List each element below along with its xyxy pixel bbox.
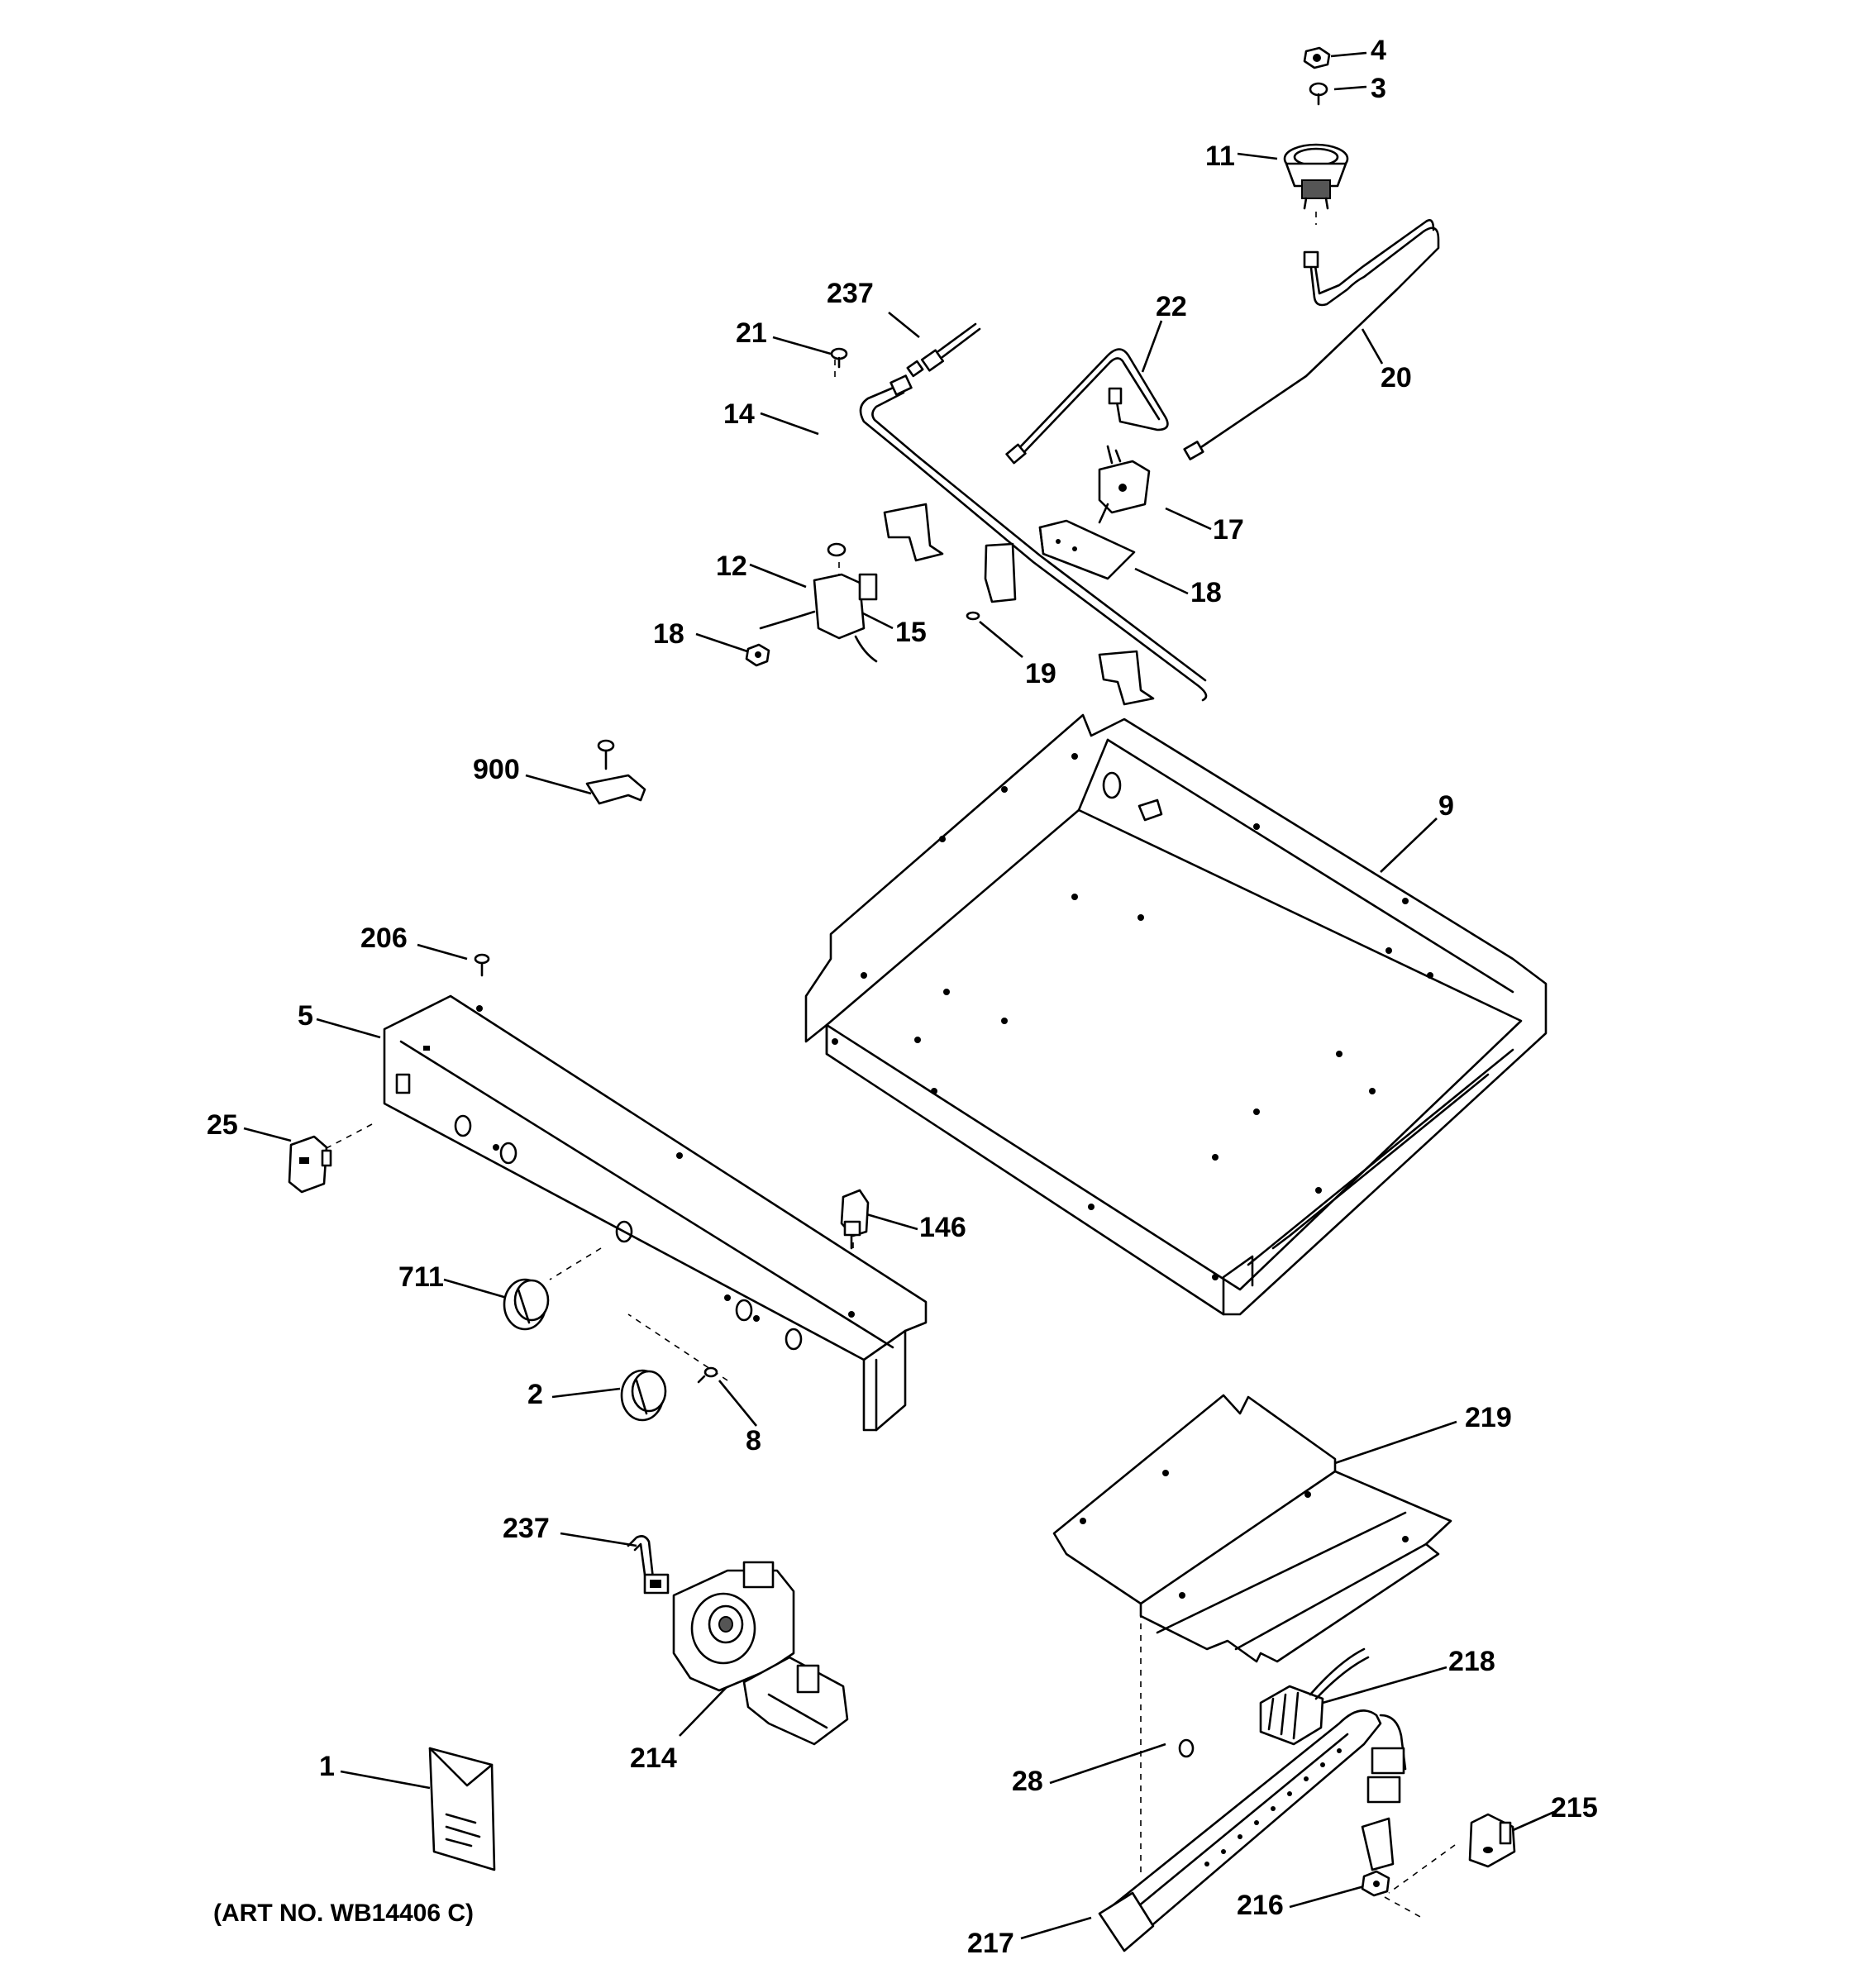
alignment-lines [324,212,1456,1919]
part-22-tube [1005,348,1169,465]
part-2-knob [620,1369,667,1422]
part-218-module [1259,1647,1370,1746]
part-216-orifice [1361,1817,1395,1897]
part-12-valve [759,542,878,663]
label-part-2: 2 [527,1379,543,1410]
label-part-9: 9 [1438,790,1454,822]
part-18-nut [745,643,770,667]
label-part-3: 3 [1371,73,1386,104]
label-part-237-top: 237 [827,278,874,309]
label-part-19: 19 [1025,658,1056,689]
part-9-burner-box [804,713,1548,1316]
label-part-12: 12 [716,551,747,582]
part-217-burner-tube [1098,1709,1407,1952]
part-206-screw [474,953,490,977]
label-part-215: 215 [1551,1792,1598,1824]
label-part-216: 216 [1237,1890,1284,1921]
label-part-5: 5 [298,1000,313,1032]
label-part-219: 219 [1465,1402,1512,1433]
part-214-gas-valve [672,1561,849,1746]
label-part-17: 17 [1213,514,1244,546]
label-part-206: 206 [360,922,408,954]
part-28-clip [1178,1738,1195,1758]
label-part-18-right: 18 [1190,577,1222,608]
label-part-218: 218 [1448,1646,1495,1677]
part-18-bracket [1038,519,1136,580]
label-part-20: 20 [1381,362,1412,393]
label-part-900: 900 [473,754,520,785]
label-part-11: 11 [1205,141,1235,172]
part-19-screw [966,611,980,621]
label-part-25: 25 [207,1109,238,1141]
label-part-28: 28 [1012,1766,1043,1797]
part-146-light [840,1189,870,1250]
part-1-envelope [428,1747,496,1871]
part-4-nut [1303,46,1331,69]
label-part-22: 22 [1156,291,1187,322]
part-21-screw [830,347,848,369]
label-part-214: 214 [630,1742,677,1774]
label-part-1: 1 [319,1751,335,1782]
part-215-bracket [1468,1813,1516,1868]
label-part-237-bottom: 237 [503,1513,550,1544]
label-part-21: 21 [736,317,767,349]
part-900-clip [585,739,646,805]
label-part-14: 14 [723,398,755,430]
label-part-18-left: 18 [653,618,684,650]
label-part-15: 15 [895,617,927,648]
part-237-fitting-top [906,322,981,378]
part-20-tube [1183,219,1440,460]
part-5-control-panel [383,994,928,1432]
part-3-screw [1309,82,1328,106]
part-14-manifold [859,374,1208,706]
label-part-8: 8 [746,1425,761,1456]
part-237-fitting-bottom [627,1535,670,1595]
part-11-burner [1283,143,1349,210]
label-part-711: 711 [398,1261,444,1293]
label-part-217: 217 [967,1928,1014,1959]
art-number-caption: (ART NO. WB14406 C) [213,1900,475,1927]
part-219-shield [1052,1394,1452,1663]
part-711-knob [503,1278,550,1331]
leader-lines [243,51,1555,1940]
part-25-switch [288,1135,332,1194]
label-part-146: 146 [919,1212,966,1243]
label-part-4: 4 [1371,35,1386,66]
part-8-screw [697,1366,718,1384]
part-17-switch [1098,445,1151,524]
